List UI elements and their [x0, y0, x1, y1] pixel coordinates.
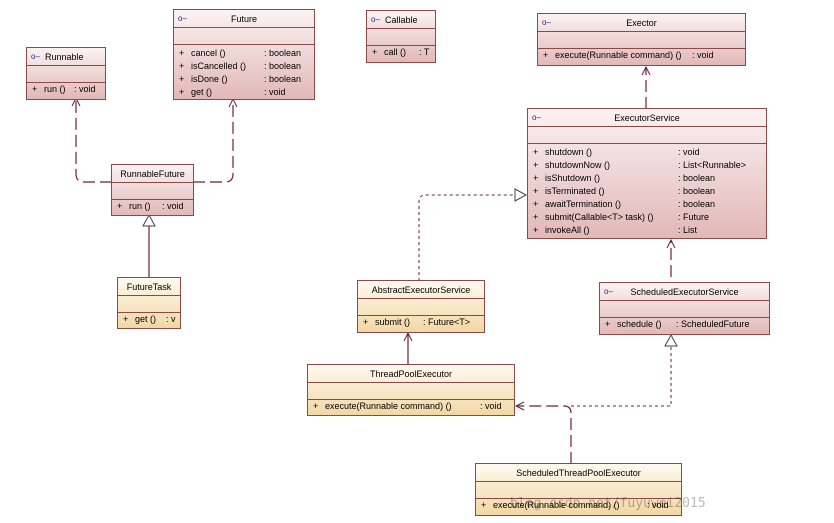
abstractexecutorservice-to-executorservice-link: [418, 188, 528, 281]
operations-section: +execute(Runnable command) (): void: [538, 49, 745, 62]
operations-section: +run (): void: [27, 83, 105, 96]
operation: +awaitTermination (): boolean: [533, 199, 716, 209]
futuretask-class[interactable]: FutureTask +get (): v: [117, 277, 181, 329]
interface-circle-icon: o–: [604, 286, 613, 296]
operation: +get (): void: [179, 87, 286, 97]
runnablefuture-interface[interactable]: RunnableFuture +run (): void: [111, 164, 194, 216]
operation: +execute(Runnable command) (): void: [543, 50, 714, 60]
operations-section: +get (): v: [118, 313, 180, 326]
class-name: AbstractExecutorService: [371, 285, 471, 295]
class-name: Exector: [626, 18, 657, 28]
class-name: FutureTask: [126, 282, 172, 292]
operation: +execute(Runnable command) (): void: [481, 500, 669, 510]
scheduledthreadpoolexecutor-to-scheduledexecutorservice-link: [571, 333, 678, 407]
attributes-section: [118, 296, 180, 313]
class-name: ScheduledExecutorService: [630, 287, 739, 297]
abstractexecutorservice-class[interactable]: AbstractExecutorService +submit (): Futu…: [357, 280, 485, 333]
operation: +isDone (): boolean: [179, 74, 302, 84]
scheduledexecutorservice-interface[interactable]: o– ScheduledExecutorService +schedule ()…: [599, 282, 770, 335]
runnablefuture-to-future-link: [193, 99, 233, 183]
callable-interface[interactable]: o– Callable +call (): T: [366, 10, 436, 63]
operation: +isCancelled (): boolean: [179, 61, 302, 71]
interface-circle-icon: o–: [178, 13, 187, 23]
interface-circle-icon: o–: [542, 17, 551, 27]
class-name: ScheduledThreadPoolExecutor: [516, 468, 641, 478]
class-name: Runnable: [45, 52, 84, 62]
attributes-section: [528, 127, 766, 144]
operations-section: +call (): T: [367, 46, 435, 59]
attributes-section: [358, 299, 484, 316]
class-name: RunnableFuture: [120, 169, 185, 179]
operation: +isTerminated (): boolean: [533, 186, 716, 196]
operations-section: +cancel (): boolean +isCancelled (): boo…: [174, 45, 314, 99]
operations-section: +schedule (): ScheduledFuture: [600, 318, 769, 331]
operation: +schedule (): ScheduledFuture: [605, 319, 750, 329]
class-name: ThreadPoolExecutor: [369, 369, 453, 379]
operation: +run (): void: [117, 201, 184, 211]
operation: +cancel (): boolean: [179, 48, 302, 58]
operation: +submit (): Future<T>: [363, 317, 471, 327]
operation: +submit(Callable<T> task) (): Future: [533, 212, 710, 222]
operation: +shutdown (): void: [533, 147, 700, 157]
operations-section: +run (): void: [112, 200, 193, 213]
operation: +isShutdown (): boolean: [533, 173, 716, 183]
operation: +run (): void: [32, 84, 96, 94]
attributes-section: [600, 301, 769, 318]
future-interface[interactable]: o– Future +cancel (): boolean +isCancell…: [173, 9, 315, 100]
attributes-section: [538, 32, 745, 49]
attributes-section: [174, 28, 314, 45]
operations-section: +submit (): Future<T>: [358, 316, 484, 329]
interface-circle-icon: o–: [532, 112, 541, 122]
attributes-section: [27, 66, 105, 83]
scheduledthreadpoolexecutor-to-threadpoolexecutor-link: [516, 406, 572, 464]
operations-section: +execute(Runnable command) (): void: [476, 499, 681, 512]
interface-circle-icon: o–: [371, 14, 380, 24]
attributes-section: [308, 383, 514, 400]
watermark: blog.csdn.net/fuyuwei2015: [510, 496, 706, 511]
class-name: Future: [230, 14, 257, 24]
executorservice-interface[interactable]: o– ExecutorService +shutdown (): void +s…: [527, 108, 767, 239]
class-name: ExecutorService: [614, 113, 680, 123]
operation: +shutdownNow (): List<Runnable>: [533, 160, 747, 170]
attributes-section: [112, 183, 193, 200]
runnablefuture-to-runnable-link: [76, 98, 112, 183]
operation: +execute(Runnable command) (): void: [313, 401, 502, 411]
operations-section: +execute(Runnable command) (): void: [308, 400, 514, 413]
operation: +get (): v: [123, 314, 176, 324]
attributes-section: [367, 29, 435, 46]
threadpoolexecutor-class[interactable]: ThreadPoolExecutor +execute(Runnable com…: [307, 364, 515, 416]
interface-circle-icon: o–: [31, 51, 40, 61]
operations-section: +shutdown (): void +shutdownNow (): List…: [528, 144, 766, 237]
operation: +invokeAll (): List: [533, 225, 698, 235]
attributes-section: [476, 482, 681, 499]
scheduledthreadpoolexecutor-class[interactable]: ScheduledThreadPoolExecutor +execute(Run…: [475, 463, 682, 516]
runnable-interface[interactable]: o– Runnable +run (): void: [26, 47, 106, 100]
executor-interface[interactable]: o– Exector +execute(Runnable command) ()…: [537, 13, 746, 66]
operation: +call (): T: [372, 47, 430, 57]
class-name: Callable: [385, 15, 418, 25]
